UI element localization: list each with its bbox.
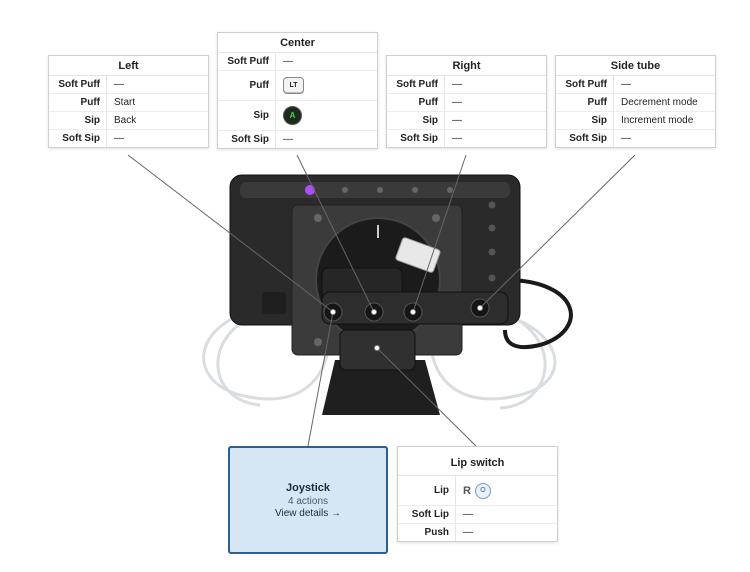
view-details-link[interactable]: View details → <box>275 507 341 519</box>
row-value: Back <box>114 115 137 126</box>
row-label: Lip <box>398 476 456 505</box>
connector-lines <box>127 154 636 447</box>
row-label: Soft Sip <box>387 130 445 147</box>
panel-title: Left <box>49 56 208 76</box>
panel-left[interactable]: Left Soft Puff — Puff Start Sip Back Sof… <box>48 55 209 148</box>
table-row[interactable]: Soft Lip — <box>398 506 557 524</box>
row-value: — <box>452 115 462 126</box>
row-label: Sip <box>49 112 107 129</box>
a-button-icon: A <box>283 106 302 125</box>
row-value: — <box>114 133 124 144</box>
row-label: Soft Puff <box>387 76 445 93</box>
row-label: Soft Puff <box>556 76 614 93</box>
row-label: Push <box>398 524 456 541</box>
panel-title: Center <box>218 33 377 53</box>
panel-center[interactable]: Center Soft Puff — Puff LT Sip A Soft Si… <box>217 32 378 149</box>
table-row[interactable]: Puff Start <box>49 94 208 112</box>
row-value: Decrement mode <box>621 97 698 108</box>
row-label: Puff <box>218 71 276 100</box>
table-row[interactable]: Sip Increment mode <box>556 112 715 130</box>
row-value: — <box>452 79 462 90</box>
row-label: Sip <box>387 112 445 129</box>
row-label: Soft Sip <box>49 130 107 147</box>
table-row[interactable]: Sip A <box>218 101 377 131</box>
status-led <box>305 185 315 195</box>
table-row[interactable]: Puff Decrement mode <box>556 94 715 112</box>
row-label: Puff <box>49 94 107 111</box>
table-row[interactable]: Soft Puff — <box>218 53 377 71</box>
table-row[interactable]: Lip R O <box>398 476 557 506</box>
table-row[interactable]: Sip Back <box>49 112 208 130</box>
table-row[interactable]: Soft Sip — <box>387 130 546 147</box>
row-value: — <box>463 527 473 538</box>
table-row[interactable]: Soft Puff — <box>49 76 208 94</box>
row-value: — <box>283 56 293 67</box>
table-row[interactable]: Puff — <box>387 94 546 112</box>
o-button-icon: O <box>474 482 491 499</box>
row-value: — <box>452 97 462 108</box>
joystick-card[interactable]: Joystick 4 actions View details → <box>228 446 388 554</box>
panel-title: Lip switch <box>398 447 557 476</box>
joystick-title: Joystick <box>285 481 331 494</box>
row-value: — <box>463 509 473 520</box>
row-value: Start <box>114 97 136 108</box>
panel-lip-switch[interactable]: Lip switch Lip R O Soft Lip — Push — <box>397 446 558 542</box>
panel-title: Side tube <box>556 56 715 76</box>
panel-side-tube[interactable]: Side tube Soft Puff — Puff Decrement mod… <box>555 55 716 148</box>
row-value: — <box>452 133 462 144</box>
row-label: Soft Puff <box>218 53 276 70</box>
row-value: — <box>621 79 631 90</box>
joystick-action-count: 4 actions <box>287 495 329 507</box>
row-label: Sip <box>218 101 276 130</box>
table-row[interactable]: Soft Puff — <box>387 76 546 94</box>
row-value: Increment mode <box>621 115 694 126</box>
panel-right[interactable]: Right Soft Puff — Puff — Sip — Soft Sip … <box>386 55 547 148</box>
row-label: Soft Lip <box>398 506 456 523</box>
table-row[interactable]: Soft Sip — <box>49 130 208 147</box>
row-value: — <box>283 134 293 145</box>
table-row[interactable]: Soft Puff — <box>556 76 715 94</box>
table-row[interactable]: Puff LT <box>218 71 377 101</box>
table-row[interactable]: Sip — <box>387 112 546 130</box>
stand <box>322 360 440 415</box>
row-label: Soft Sip <box>218 131 276 148</box>
row-label: Puff <box>387 94 445 111</box>
table-row[interactable]: Push — <box>398 524 557 541</box>
r-button-label: R <box>463 484 471 497</box>
black-cable <box>503 278 573 350</box>
row-value: — <box>621 133 631 144</box>
row-label: Soft Sip <box>556 130 614 147</box>
row-label: Puff <box>556 94 614 111</box>
table-row[interactable]: Soft Sip — <box>218 131 377 148</box>
lt-button-icon: LT <box>283 77 304 94</box>
row-value: — <box>114 79 124 90</box>
panel-title: Right <box>387 56 546 76</box>
row-label: Soft Puff <box>49 76 107 93</box>
table-row[interactable]: Soft Sip — <box>556 130 715 147</box>
row-label: Sip <box>556 112 614 129</box>
